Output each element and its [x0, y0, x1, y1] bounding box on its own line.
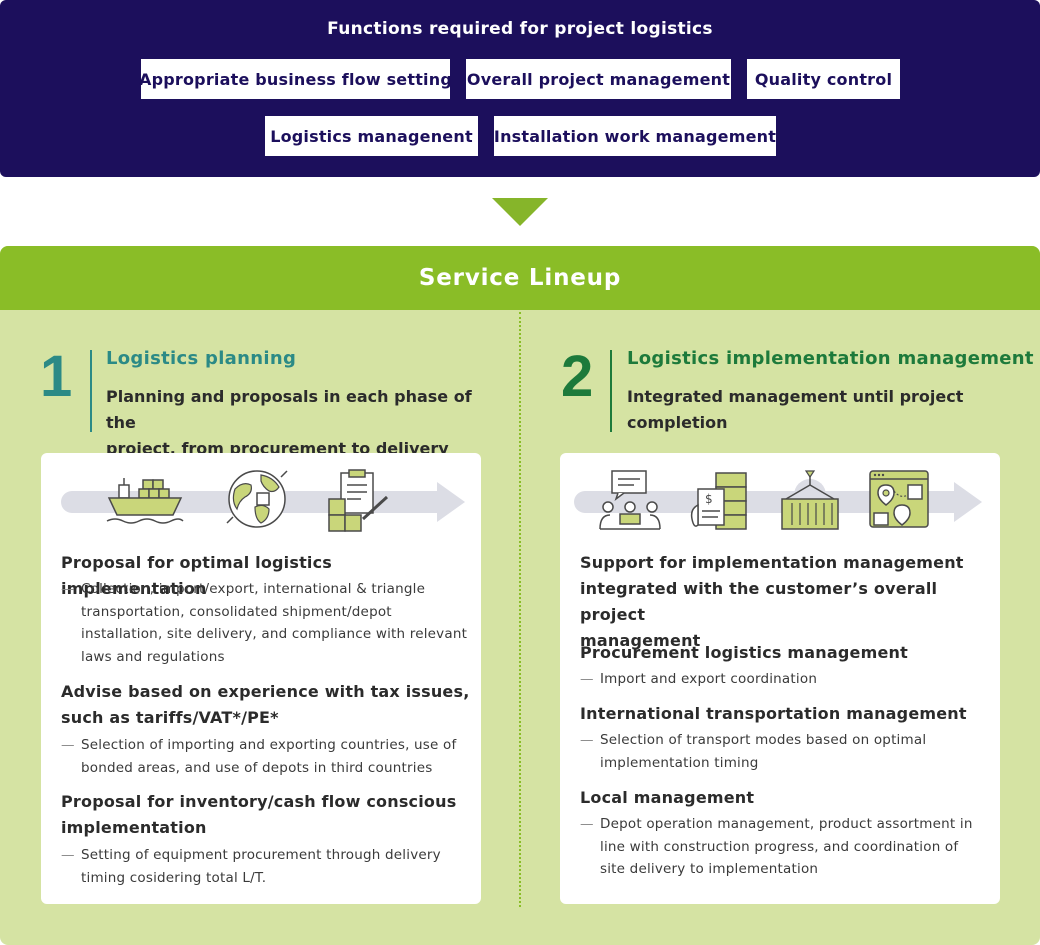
function-business-flow: Appropriate business flow setting — [139, 59, 452, 99]
container-crane-icon — [781, 470, 839, 530]
functions-title: Functions required for project logistics — [327, 19, 713, 39]
function-quality-control: Quality control — [747, 59, 900, 99]
section-1-card: Proposal for optimal logistics implement… — [41, 453, 481, 904]
function-logistics-management: Logistics managenent — [265, 116, 478, 156]
section-1-icon-row — [41, 453, 481, 553]
service-lineup-panel: Service Lineup 1 Logistics planning Plan… — [0, 246, 1040, 945]
section-1-bar — [90, 350, 92, 432]
section-2-icon-row: $ — [560, 453, 1000, 553]
s2-item-3-body: — Selection of transport modes based on … — [580, 729, 995, 774]
clipboard-boxes-icon — [328, 469, 389, 532]
functions-panel: Functions required for project logistics… — [0, 0, 1040, 177]
process-arrow-head-icon — [437, 482, 465, 522]
s1-item-1-body: — Collection, import/export, internation… — [61, 578, 476, 669]
s1-item-3-heading: Proposal for inventory/cash flow conscio… — [61, 792, 457, 837]
dash-icon: — — [61, 847, 75, 863]
s2-item-4-heading: Local management — [580, 788, 755, 807]
dash-icon: — — [580, 732, 594, 748]
dash-icon: — — [580, 671, 594, 687]
section-2-bar — [610, 350, 612, 432]
process-arrow-track — [574, 491, 954, 513]
dash-icon: — — [580, 816, 594, 832]
section-2-number: 2 — [561, 344, 594, 409]
cargo-ship-icon — [106, 478, 184, 524]
section-2-title: Logistics implementation management — [627, 348, 1034, 369]
meeting-icon — [599, 470, 661, 530]
s2-item-2-heading: Procurement logistics management — [580, 643, 908, 662]
process-arrow-head-icon — [954, 482, 982, 522]
dash-icon: — — [61, 737, 75, 753]
s2-item-2-body: — Import and export coordination — [580, 668, 995, 691]
s2-item-4-body: — Depot operation management, product as… — [580, 813, 995, 881]
down-arrow-icon — [492, 198, 548, 226]
section-1-title: Logistics planning — [106, 348, 297, 369]
svg-text:$: $ — [705, 492, 713, 506]
s1-item-2-heading: Advise based on experience with tax issu… — [61, 682, 470, 727]
s1-item-3-body: — Setting of equipment procurement throu… — [61, 844, 476, 889]
s2-item-1-heading: Support for implementation management in… — [580, 553, 964, 650]
column-divider — [519, 312, 521, 907]
s1-item-1-heading: Proposal for optimal logistics implement… — [61, 553, 333, 598]
section-2-card: $ — [560, 453, 1000, 904]
service-lineup-title: Service Lineup — [0, 246, 1040, 310]
section-2-subtitle: Integrated management until project comp… — [627, 387, 964, 432]
section-1-subtitle: Planning and proposals in each phase of … — [106, 387, 472, 458]
map-location-icon — [869, 470, 929, 528]
function-project-management: Overall project management — [466, 59, 731, 99]
s2-item-3-heading: International transportation management — [580, 704, 967, 723]
s1-item-2-body: — Selection of importing and exporting c… — [61, 734, 476, 779]
dash-icon: — — [61, 581, 75, 597]
section-1-number: 1 — [40, 344, 73, 409]
invoice-boxes-icon: $ — [690, 472, 747, 530]
function-installation-management: Installation work management — [494, 116, 776, 156]
globe-icon — [226, 470, 288, 528]
